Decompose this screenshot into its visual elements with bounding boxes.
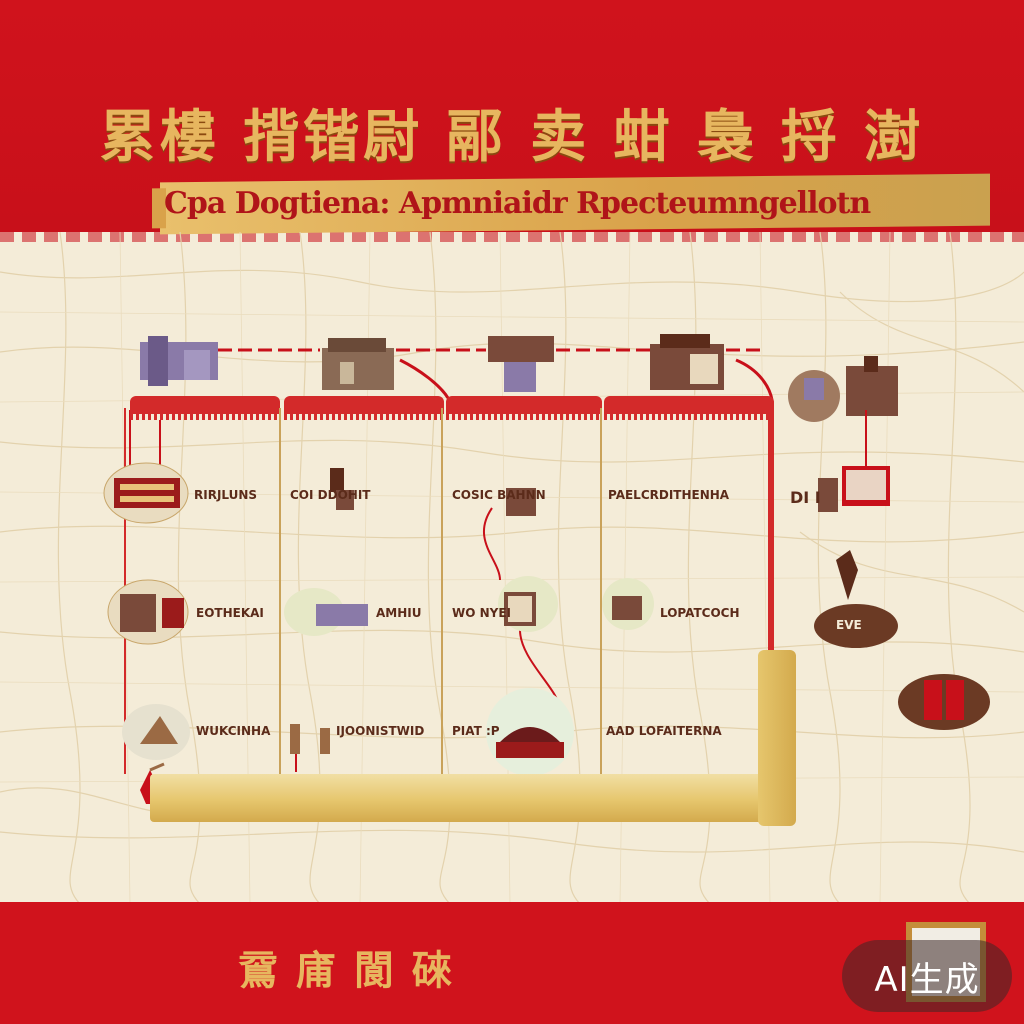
grid-label: COSIC BAHNN	[452, 488, 546, 502]
column-divider	[600, 408, 602, 774]
grid-label: LOPATCOCH	[660, 606, 740, 620]
column-divider	[768, 408, 774, 658]
building-icon	[650, 334, 724, 390]
grid-label: EOTHEKAI	[196, 606, 264, 620]
building-icon	[498, 576, 558, 632]
tree-icon	[122, 704, 190, 760]
column-header-red	[604, 396, 774, 420]
column-header-red	[130, 396, 280, 420]
train-icon	[284, 588, 368, 636]
column-header-red	[446, 396, 602, 420]
poster-title: 累樓 揹锴尉 䣓 卖 蚶 裊 捋 澍	[99, 104, 925, 170]
column-divider	[279, 408, 281, 774]
building-icon	[140, 336, 218, 386]
grid-label: EVE	[836, 618, 862, 632]
temple-icon	[103, 462, 189, 524]
grid-label: IJOONISTWID	[336, 724, 425, 738]
grid-label: AAD LOFAITERNA	[606, 724, 722, 738]
ai-generated-badge: AI生成	[842, 940, 1012, 1012]
footer-text: 䲶 庯 閬 䂾	[238, 947, 454, 994]
grid-label: WUKCINHA	[196, 724, 271, 738]
red-connector-line	[483, 410, 867, 711]
column-header-red	[284, 396, 444, 420]
gift-icon	[898, 674, 990, 730]
mug-icon	[107, 579, 189, 645]
scroll-side	[758, 650, 796, 826]
lamp-icon	[290, 724, 330, 772]
landmark-icon	[788, 356, 898, 422]
grid-label: WO NYEI	[452, 606, 512, 620]
building-icon	[506, 488, 536, 516]
temple-icon	[486, 688, 574, 776]
scroll-base	[150, 774, 790, 822]
grid-label: RIRJLUNS	[194, 488, 258, 502]
grid-label: AMHIU	[376, 606, 422, 620]
grid-label: PIAT :P	[452, 724, 500, 738]
grid-label: COI DDOHIT	[290, 488, 371, 502]
grid-label: PAELCRDITHENHA	[608, 488, 730, 502]
column-divider	[441, 408, 443, 774]
building-icon	[488, 336, 554, 392]
tower-icon	[330, 468, 354, 510]
grid-label: DI I	[790, 488, 821, 507]
poster-subtitle: Cpa Dogtiena: Apmniaidr Rpecteumngellotn	[164, 186, 871, 221]
house-icon	[818, 466, 890, 512]
building-icon	[322, 338, 394, 390]
landmark-icon	[814, 550, 898, 648]
building-icon	[602, 578, 654, 630]
